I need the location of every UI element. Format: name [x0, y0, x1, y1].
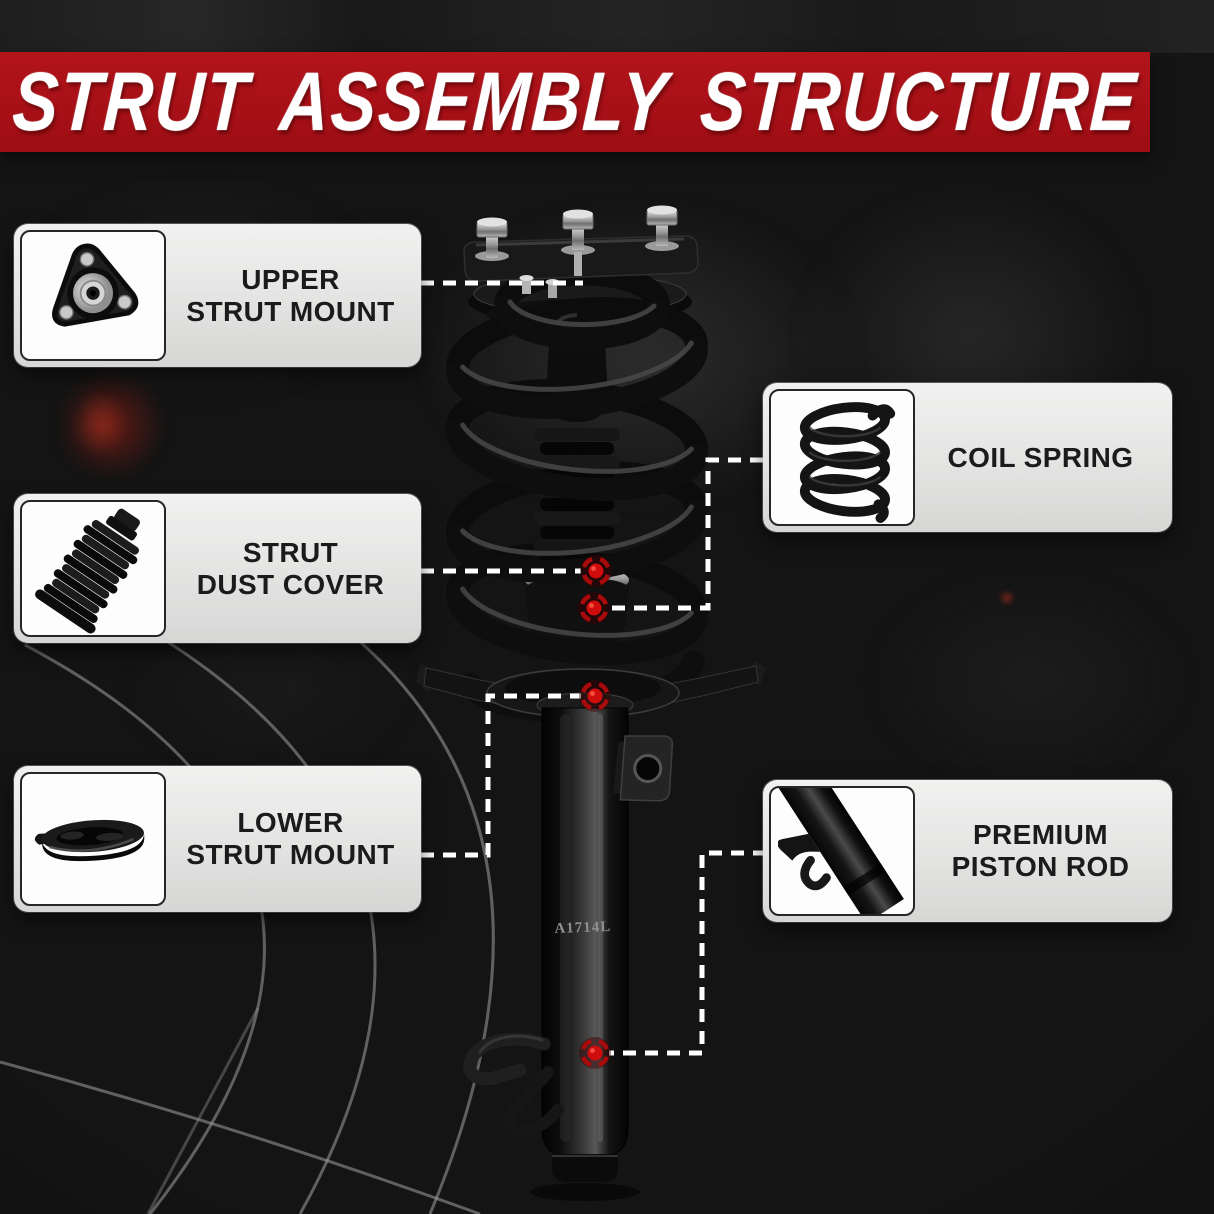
label-card-premium-piston-rod: PREMIUM PISTON ROD — [763, 780, 1172, 922]
label-line: STRUT — [242, 536, 339, 568]
thumb-lower-strut-mount — [20, 772, 166, 906]
label-line: STRUT MOUNT — [186, 295, 395, 327]
label-card-upper-strut-mount: UPPER STRUT MOUNT — [14, 224, 421, 367]
label-line: STRUT MOUNT — [186, 839, 395, 870]
upper-strut-mount-icon — [52, 243, 139, 327]
mount-bolt — [645, 205, 679, 251]
strut-assembly-illustration: A1714L — [416, 205, 766, 1201]
label-card-lower-strut-mount: LOWER STRUT MOUNT — [14, 766, 421, 912]
label-line: PREMIUM — [972, 819, 1109, 851]
mount-bolt — [475, 217, 509, 261]
label-line: COIL SPRING — [947, 441, 1134, 473]
label-premium-piston-rod: PREMIUM PISTON ROD — [915, 786, 1166, 916]
label-card-strut-dust-cover: STRUT DUST COVER — [14, 494, 421, 643]
title-banner: STRUT ASSEMBLY STRUCTURE — [0, 52, 1150, 152]
label-upper-strut-mount: UPPER STRUT MOUNT — [166, 230, 415, 361]
thumb-premium-piston-rod — [769, 786, 915, 916]
label-line: LOWER — [237, 807, 344, 839]
strut-bracket-tab — [613, 735, 674, 802]
thumb-coil-spring — [769, 389, 915, 526]
thumb-upper-strut-mount — [20, 230, 166, 361]
thumb-strut-dust-cover — [20, 500, 166, 637]
strut-dust-cover-icon — [35, 508, 140, 633]
lower-strut-mount-icon — [34, 819, 145, 862]
label-line: PISTON ROD — [951, 851, 1130, 882]
label-line: UPPER — [241, 263, 340, 295]
strut-part-code: A1714L — [554, 919, 611, 937]
label-coil-spring: COIL SPRING — [915, 389, 1166, 526]
coil-spring-icon — [799, 401, 896, 523]
label-lower-strut-mount: LOWER STRUT MOUNT — [166, 772, 415, 906]
page-title: STRUT ASSEMBLY STRUCTURE — [9, 55, 1141, 149]
label-card-coil-spring: COIL SPRING — [763, 383, 1172, 532]
label-strut-dust-cover: STRUT DUST COVER — [166, 500, 415, 637]
label-line: DUST COVER — [196, 568, 385, 600]
premium-piston-rod-icon — [778, 788, 904, 914]
